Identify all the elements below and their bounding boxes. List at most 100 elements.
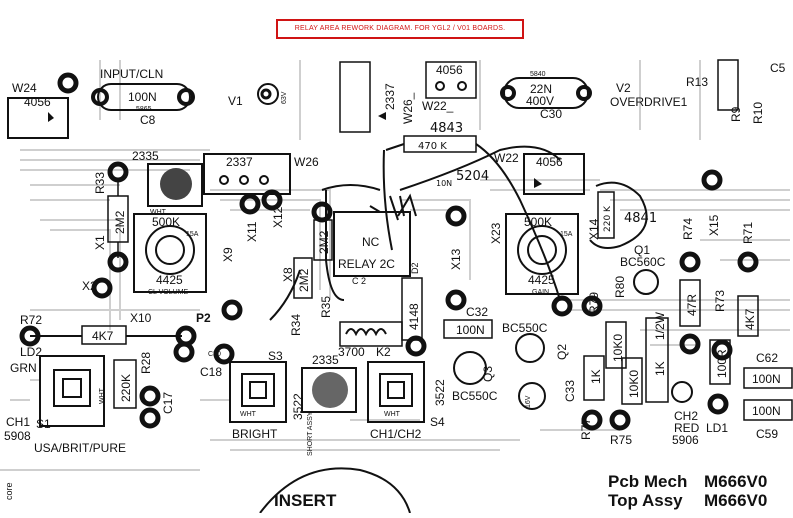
r74-label: R74	[681, 218, 695, 240]
r75-label: R75	[610, 433, 632, 447]
v2-label: V2	[616, 81, 631, 95]
p4425-right-label: 4425	[528, 273, 555, 287]
resistor-4k7-left: 4K7	[30, 325, 182, 345]
hw-4843: 4843	[430, 121, 463, 136]
x8-label: X8	[281, 267, 295, 282]
connector-2337-mid: 2337 W26	[203, 153, 319, 195]
handwritten-rework: 4843 470 K 5204 10N 4841 220 K	[269, 121, 657, 321]
c59-label: C59	[756, 427, 778, 441]
n2337-top-label: 2337	[383, 83, 397, 110]
x15-label: X15	[707, 214, 721, 236]
ld2-label: LD2	[20, 345, 42, 359]
capacitor-c59: 100N	[743, 399, 793, 421]
led-ch2: CH2 RED 5906	[671, 381, 700, 447]
bc560c-label: BC560C	[620, 255, 666, 269]
k2-label: K2	[376, 345, 391, 359]
capacitor-63v: 63V	[257, 83, 288, 105]
c100n-r2-label: 100N	[752, 404, 781, 418]
wht-s1-label: WHT	[99, 387, 106, 404]
r2m2-a-label: 2M2	[297, 268, 311, 292]
c18-label: C18	[200, 365, 222, 379]
ld1-label: LD1	[706, 421, 728, 435]
c17-label: C17	[161, 392, 175, 414]
c8-label: C8	[140, 113, 156, 127]
r80-label: R80	[613, 276, 627, 298]
resistor-220k: 220K	[113, 359, 137, 409]
nc-label: NC	[362, 235, 380, 249]
hw-5204: 5204	[456, 169, 489, 184]
x9-label: X9	[221, 247, 235, 262]
x14-label: X14	[587, 218, 601, 240]
r13-label: R13	[686, 75, 708, 89]
transistor-q1: Q1 BC560C	[620, 243, 666, 295]
q3-label: Q3	[481, 366, 495, 382]
r33-label: R33	[93, 172, 107, 194]
s3-label: S3	[268, 349, 283, 363]
usa-brit-pure-label: USA/BRIT/PURE	[34, 441, 126, 455]
resistor-4k7-right: 4K7	[737, 295, 759, 337]
v1-label: V1	[228, 94, 243, 108]
n5908-label: 5908	[4, 429, 31, 443]
pot500k-right-label: 500K	[524, 215, 552, 229]
resistor-47r: 47R	[679, 279, 701, 327]
coil-k2: 3700 K2	[338, 321, 403, 359]
x13-label: X13	[449, 248, 463, 270]
r9-label: R9	[729, 106, 743, 122]
r2m2-left-label: 2M2	[113, 210, 127, 234]
c62-label: C62	[756, 351, 778, 365]
c63v-label: 63V	[281, 91, 288, 104]
bright-label: BRIGHT	[232, 427, 278, 441]
resistor-2m2-left: 2M2	[107, 180, 129, 258]
r1k-b-label: 1K	[653, 361, 667, 376]
s1-label: S1	[36, 417, 51, 431]
ch1-label: CH1	[6, 415, 30, 429]
short-assy-label: SHORT ASSY	[307, 411, 314, 456]
switch-s1: WHT CH1 S1 5908 USA/BRIT/PURE	[4, 355, 126, 455]
w24-label: W24	[12, 81, 37, 95]
n2335-mid-label: 2335	[312, 353, 339, 367]
input-cln-label: INPUT/CLN	[100, 67, 163, 81]
hw-470k: 470 K	[418, 141, 447, 152]
r34-label: R34	[289, 314, 303, 336]
r2m2-b-label: 2M2	[317, 230, 331, 254]
w26-top-label: W26_	[401, 92, 415, 124]
c100n-r1-label: 100N	[752, 372, 781, 386]
connector-2337-top: 2337 W26_	[339, 61, 415, 133]
hw-4841: 4841	[624, 211, 657, 226]
resistor-2m2-a: 2M2	[293, 257, 313, 299]
pot-cl-volume: 500K 15A 4425 CL VOLUME	[133, 213, 207, 296]
resistor-1k-halfwatt: 1/2W 1K	[645, 311, 669, 403]
v4148-label: 4148	[407, 303, 421, 330]
r4k7-right-label: 4K7	[743, 308, 757, 330]
wht-left-label: WHT	[150, 209, 167, 216]
wht-s4-label: WHT	[384, 411, 401, 418]
r73-label: R73	[713, 290, 727, 312]
overdrive-label: OVERDRIVE1	[610, 95, 688, 109]
x1-label: X1	[93, 235, 107, 250]
c5-label: C5	[770, 61, 786, 75]
ch1ch2-label: CH1/CH2	[370, 427, 422, 441]
c30-code: 5840	[530, 71, 546, 78]
top-code-label: M666V0	[704, 491, 767, 510]
switch-s3: S3 WHT BRIGHT	[229, 349, 287, 441]
switch-2335-left: 2335 WHT	[132, 149, 203, 216]
r28-label: R28	[139, 352, 153, 374]
x23-label: X23	[489, 222, 503, 244]
r220k-label: 220K	[119, 374, 133, 402]
capacitor-16v: 16V	[518, 382, 546, 410]
w22-top-label: W22_	[422, 99, 454, 113]
relay-2c: NC RELAY 2C C 2	[333, 211, 411, 286]
c33-label: C33	[563, 380, 577, 402]
r1k-12w-label: 1/2W	[653, 311, 667, 340]
c30-value2: 400V	[526, 94, 554, 108]
c8-value: 100N	[128, 90, 157, 104]
r10k0-a-label: 10K0	[611, 334, 625, 362]
r47-label: 47R	[685, 294, 699, 316]
hw-10n: 10N	[436, 179, 452, 188]
p4425-left-label: 4425	[156, 273, 183, 287]
insert-jack-outline	[259, 467, 411, 514]
x10-label: X10	[130, 311, 152, 325]
switch-s4: WHT S4 CH1/CH2	[367, 361, 445, 441]
n3522-b-label: 3522	[433, 379, 447, 406]
p15a-right-label: 15A	[560, 231, 573, 238]
